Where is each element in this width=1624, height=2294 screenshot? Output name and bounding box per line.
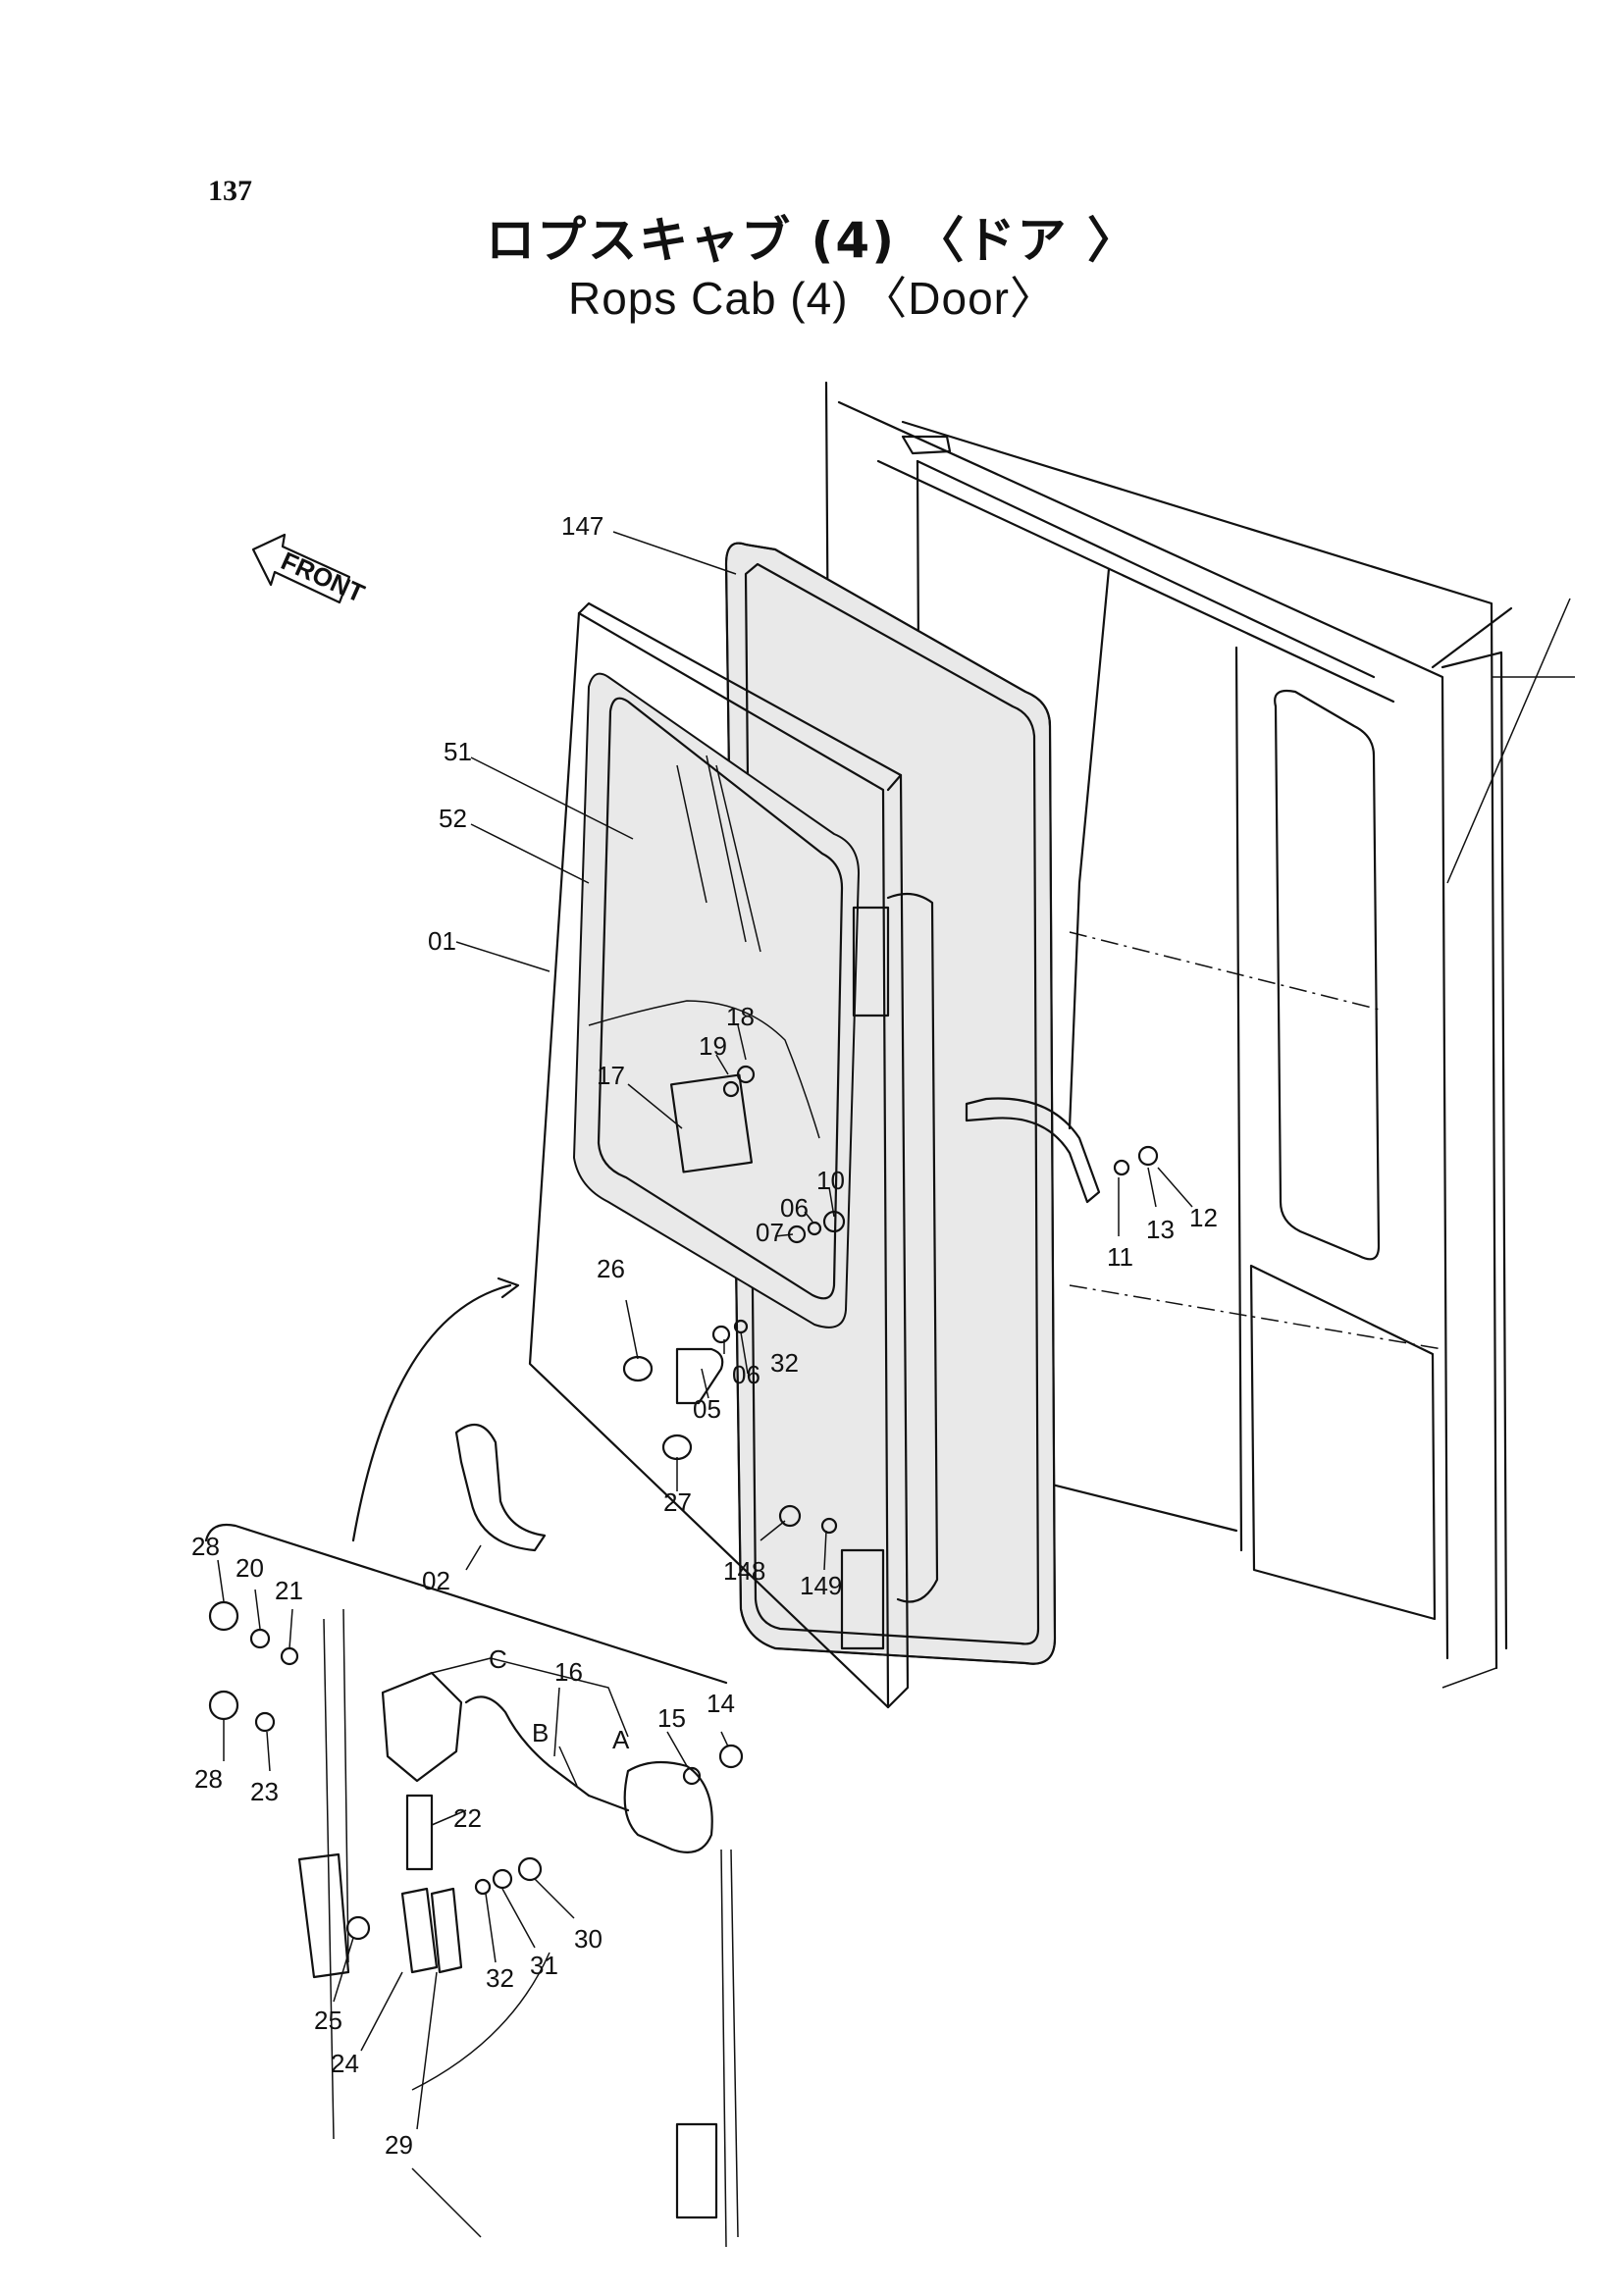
callout-26: 26 [597,1254,625,1283]
callout-19: 19 [699,1031,727,1061]
callout-17: 17 [597,1061,625,1090]
callout-24: 24 [331,2049,359,2078]
callout-147: 147 [561,511,603,541]
part-callouts: 147 51 52 01 19 18 17 06 10 07 12 13 11 … [191,511,1218,2160]
callout-28-lower: 28 [194,1764,223,1794]
callout-A: A [612,1725,630,1754]
title-english: Rops Cab (4) 〈Door〉 [567,273,1057,324]
callout-21: 21 [275,1576,303,1605]
front-label: FRONT [277,546,369,608]
callout-20: 20 [236,1553,264,1583]
callout-25: 25 [314,2006,342,2035]
callout-22: 22 [453,1803,482,1833]
callout-13: 13 [1146,1215,1175,1244]
callout-C: C [489,1644,507,1674]
callout-31: 31 [530,1951,558,1980]
callout-148: 148 [723,1556,765,1586]
callout-29: 29 [385,2130,413,2160]
callout-12: 12 [1189,1203,1218,1232]
page-number: 137 [208,175,252,207]
callout-52: 52 [439,804,467,833]
title-japanese: ロプスキャブ (4) 〈ドア 〉 [486,212,1138,269]
callout-05: 05 [693,1394,721,1424]
callout-23: 23 [250,1777,279,1806]
callout-27: 27 [663,1487,692,1517]
callout-15: 15 [657,1703,686,1733]
callout-B: B [532,1718,549,1747]
callout-32-lower: 32 [486,1963,514,1993]
callout-02: 02 [422,1566,450,1595]
leader-lines [217,531,1193,2130]
front-arrow-icon: FRONT [251,533,369,608]
callout-10: 10 [816,1166,845,1195]
callout-11: 11 [1107,1242,1133,1272]
callout-07: 07 [756,1218,784,1247]
callout-28-upper: 28 [191,1532,220,1561]
callout-06-upper: 06 [780,1193,809,1223]
callout-01: 01 [428,926,456,956]
callout-14: 14 [707,1689,735,1718]
callout-30: 30 [574,1924,602,1954]
callout-06-lower: 06 [732,1360,760,1389]
callout-149: 149 [800,1571,842,1600]
callout-18: 18 [726,1002,755,1031]
callout-16: 16 [554,1657,583,1687]
callout-32-upper: 32 [770,1348,799,1378]
callout-51: 51 [444,737,472,766]
